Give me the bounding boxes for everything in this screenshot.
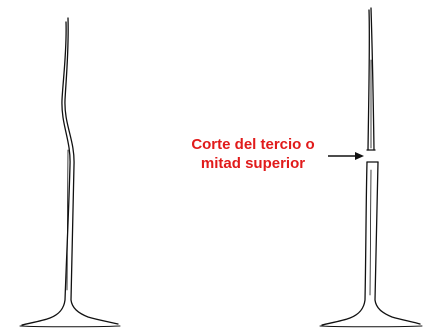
- upper-stem-right-edge: [371, 8, 374, 150]
- lower-stem-inner-line: [370, 170, 371, 295]
- annotation-line-1: Corte del tercio o: [178, 136, 328, 154]
- seedling-cut-lower: [320, 162, 422, 327]
- arrow-right-icon: [328, 152, 364, 160]
- seedling-uncut: [20, 18, 120, 327]
- lower-stem-left-edge: [322, 162, 367, 325]
- stem-left-edge: [22, 22, 70, 325]
- annotation-line-2: mitad superior: [178, 155, 328, 173]
- root-collar-right: [320, 326, 422, 327]
- seedling-cut-upper: [367, 8, 375, 150]
- lower-stem-right-edge: [375, 162, 420, 324]
- stem-inner-line: [67, 150, 68, 290]
- stem-right-edge: [65, 18, 118, 324]
- root-collar: [20, 326, 120, 327]
- upper-stem-left-edge: [368, 10, 369, 150]
